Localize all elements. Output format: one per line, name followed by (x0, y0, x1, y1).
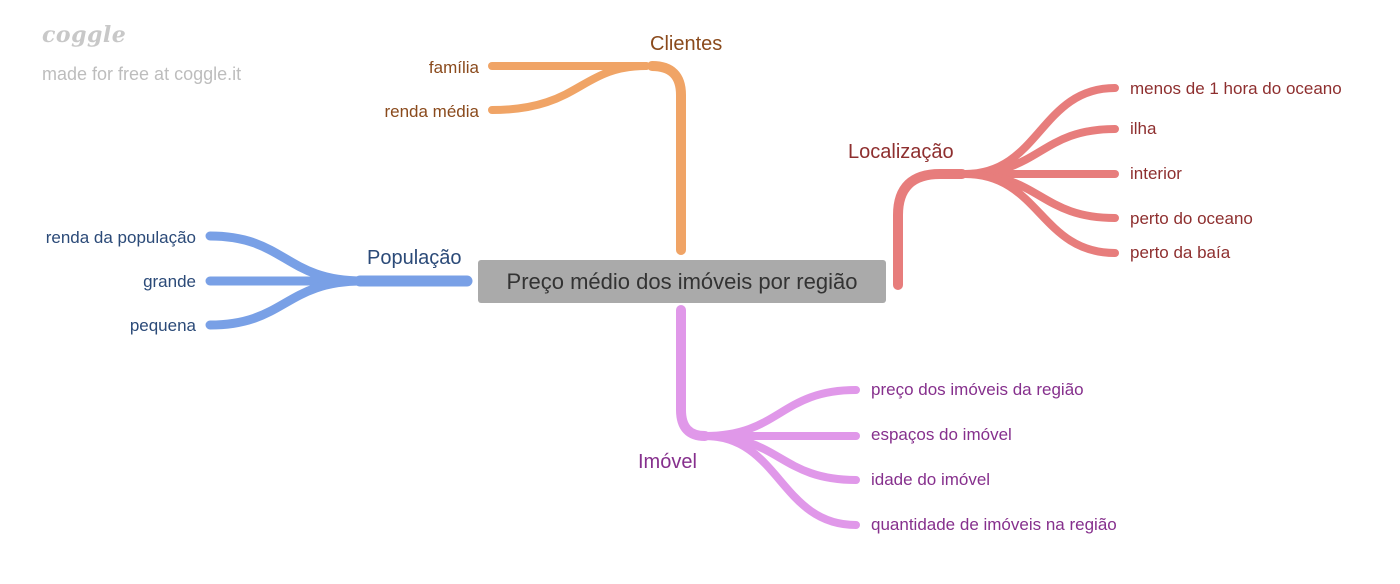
connector-populacao-leaf-0 (205, 231, 367, 286)
branch-populacao[interactable]: População (367, 247, 462, 269)
node-preco-imoveis-regiao[interactable]: preço dos imóveis da região (871, 380, 1084, 399)
node-perto-do-oceano[interactable]: perto do oceano (1130, 209, 1253, 228)
connector-clientes (647, 61, 686, 255)
connector-renda-media (488, 62, 650, 114)
connector-imovel-leaf-0 (701, 386, 860, 440)
node-quantidade-imoveis-regiao[interactable]: quantidade de imóveis na região (871, 515, 1117, 534)
central-node[interactable]: Preço médio dos imóveis por região (478, 260, 886, 303)
node-espacos-imovel[interactable]: espaços do imóvel (871, 425, 1012, 444)
coggle-logo: coggle (42, 22, 127, 48)
branch-localizacao[interactable]: Localização (848, 141, 954, 163)
node-idade-imovel[interactable]: idade do imóvel (871, 470, 991, 489)
connector-imovel-leaf-3 (701, 432, 860, 529)
node-grande[interactable]: grande (143, 272, 196, 291)
watermark-tagline: made for free at coggle.it (42, 64, 242, 84)
connector-localizacao (893, 169, 967, 290)
node-interior[interactable]: interior (1130, 164, 1182, 183)
node-ilha[interactable]: ilha (1130, 119, 1157, 138)
node-perto-da-baia[interactable]: perto da baía (1130, 243, 1231, 262)
node-menos-1-hora-oceano[interactable]: menos de 1 hora do oceano (1130, 79, 1342, 98)
branch-clientes[interactable]: Clientes (650, 33, 723, 55)
branch-imovel[interactable]: Imóvel (638, 451, 697, 473)
node-renda-media[interactable]: renda média (384, 102, 479, 121)
node-familia[interactable]: família (428, 58, 479, 77)
connector-imovel (676, 305, 710, 441)
node-renda-da-populacao[interactable]: renda da população (45, 228, 196, 247)
connector-populacao-leaf-2 (205, 276, 367, 330)
node-pequena[interactable]: pequena (129, 316, 196, 335)
connector-localizacao-leaf-4 (961, 170, 1119, 257)
